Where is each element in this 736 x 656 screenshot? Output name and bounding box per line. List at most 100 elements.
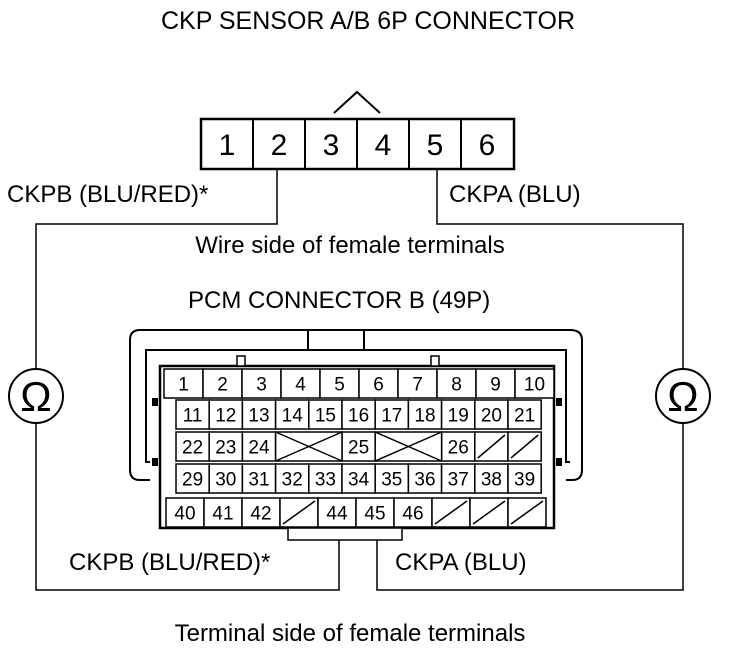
pcm-terminal-17: 17 <box>374 399 410 430</box>
pcm-terminal-8: 8 <box>436 368 477 399</box>
pcm-terminal-42: 42 <box>241 497 281 528</box>
wire-label-ckpa-upper: CKPA (BLU) <box>449 181 581 208</box>
pcm-terminal-9: 9 <box>475 368 516 399</box>
connector-latch <box>333 90 381 114</box>
pcm-side-keys <box>152 398 562 466</box>
pcm-terminal-18: 18 <box>407 399 443 430</box>
svg-text:20: 20 <box>481 406 502 427</box>
view-note-terminal-side: Terminal side of female terminals <box>174 620 526 647</box>
svg-text:46: 46 <box>402 504 423 525</box>
pcm-terminal-41: 41 <box>203 497 243 528</box>
pcm-terminal-36: 36 <box>407 463 443 494</box>
svg-text:32: 32 <box>282 470 303 491</box>
wire-label-ckpa-lower: CKPA (BLU) <box>395 549 527 576</box>
pcm-terminal-13: 13 <box>241 399 277 430</box>
svg-text:15: 15 <box>315 406 336 427</box>
svg-text:8: 8 <box>451 375 462 396</box>
svg-text:5: 5 <box>334 375 345 396</box>
pcm-connector-title: PCM CONNECTOR B (49P) <box>188 287 491 314</box>
wire-label-ckpb-upper: CKPB (BLU/RED)* <box>7 181 209 208</box>
svg-text:13: 13 <box>248 406 269 427</box>
pcm-terminal-26: 26 <box>440 431 476 462</box>
pcm-terminal-6: 6 <box>358 368 399 399</box>
pcm-terminal-39: 39 <box>507 463 542 494</box>
ohmmeter-right: Ω <box>655 368 711 424</box>
pcm-terminal-32: 32 <box>274 463 310 494</box>
sensor-pin-6: 6 <box>479 129 496 162</box>
svg-text:12: 12 <box>215 406 236 427</box>
pcm-terminal-22: 22 <box>175 431 210 462</box>
pcm-terminal-30: 30 <box>208 463 244 494</box>
pcm-terminal-16: 16 <box>341 399 376 430</box>
pcm-terminal-11: 11 <box>175 399 210 430</box>
pcm-terminal-19: 19 <box>440 399 476 430</box>
pcm-terminal-15: 15 <box>308 399 343 430</box>
sensor-pin-3: 3 <box>323 129 340 162</box>
svg-text:40: 40 <box>174 504 195 525</box>
pcm-terminal-5: 5 <box>319 368 360 399</box>
svg-text:2: 2 <box>217 375 228 396</box>
svg-text:Ω: Ω <box>20 373 51 420</box>
pcm-terminal-14: 14 <box>274 399 310 430</box>
svg-text:6: 6 <box>373 375 384 396</box>
pcm-terminal-24: 24 <box>241 431 277 462</box>
svg-text:10: 10 <box>524 375 545 396</box>
sensor-pin-5: 5 <box>427 129 444 162</box>
svg-text:35: 35 <box>381 470 402 491</box>
pcm-terminal-23: 23 <box>208 431 244 462</box>
svg-text:34: 34 <box>348 470 370 491</box>
svg-text:39: 39 <box>514 470 535 491</box>
pcm-bottom-tab <box>287 527 403 541</box>
svg-text:21: 21 <box>514 406 535 427</box>
pcm-terminal-46: 46 <box>393 497 433 528</box>
pcm-terminal-44: 44 <box>317 497 357 528</box>
pcm-terminal-45: 45 <box>355 497 395 528</box>
sensor-pin-1: 1 <box>219 129 236 162</box>
pcm-terminal-38: 38 <box>474 463 509 494</box>
pcm-top-tab <box>307 329 365 351</box>
sensor-pin-dividers <box>252 119 462 169</box>
pcm-terminal-35: 35 <box>374 463 410 494</box>
pcm-terminal-40: 40 <box>165 497 205 528</box>
pcm-terminal-4: 4 <box>280 368 321 399</box>
svg-text:16: 16 <box>348 406 369 427</box>
svg-text:19: 19 <box>448 406 469 427</box>
svg-text:14: 14 <box>282 406 304 427</box>
svg-text:23: 23 <box>215 438 236 459</box>
pcm-terminal-7: 7 <box>397 368 438 399</box>
svg-text:7: 7 <box>412 375 423 396</box>
svg-text:33: 33 <box>315 470 336 491</box>
wire-label-ckpb-lower: CKPB (BLU/RED)* <box>69 549 271 576</box>
svg-text:44: 44 <box>326 504 348 525</box>
sensor-pin-2: 2 <box>271 129 288 162</box>
pcm-terminal-20: 20 <box>474 399 509 430</box>
pcm-terminal-29: 29 <box>175 463 210 494</box>
wire-ckpa-upper <box>436 169 684 369</box>
svg-text:30: 30 <box>215 470 236 491</box>
svg-text:24: 24 <box>248 438 270 459</box>
view-note-wire-side: Wire side of female terminals <box>195 232 505 259</box>
svg-text:38: 38 <box>481 470 502 491</box>
svg-text:17: 17 <box>381 406 402 427</box>
pcm-terminal-2: 2 <box>202 368 243 399</box>
svg-text:11: 11 <box>183 406 203 427</box>
wires <box>35 169 684 591</box>
wire-ckpa-lower <box>376 423 684 591</box>
svg-text:41: 41 <box>212 504 233 525</box>
svg-text:37: 37 <box>448 470 469 491</box>
svg-text:18: 18 <box>414 406 435 427</box>
pcm-terminal-3: 3 <box>241 368 282 399</box>
pcm-terminal-12: 12 <box>208 399 244 430</box>
sensor-connector: 1 2 3 4 5 6 <box>199 90 516 171</box>
svg-text:Ω: Ω <box>667 373 698 420</box>
wire-ckpb-upper <box>35 169 278 369</box>
wire-ckpb-lower <box>35 423 340 591</box>
svg-text:4: 4 <box>295 375 306 396</box>
sensor-pin-4: 4 <box>375 129 392 162</box>
pcm-terminal-25: 25 <box>341 431 376 462</box>
pcm-terminal-10: 10 <box>514 368 555 399</box>
pcm-terminal-21: 21 <box>507 399 542 430</box>
